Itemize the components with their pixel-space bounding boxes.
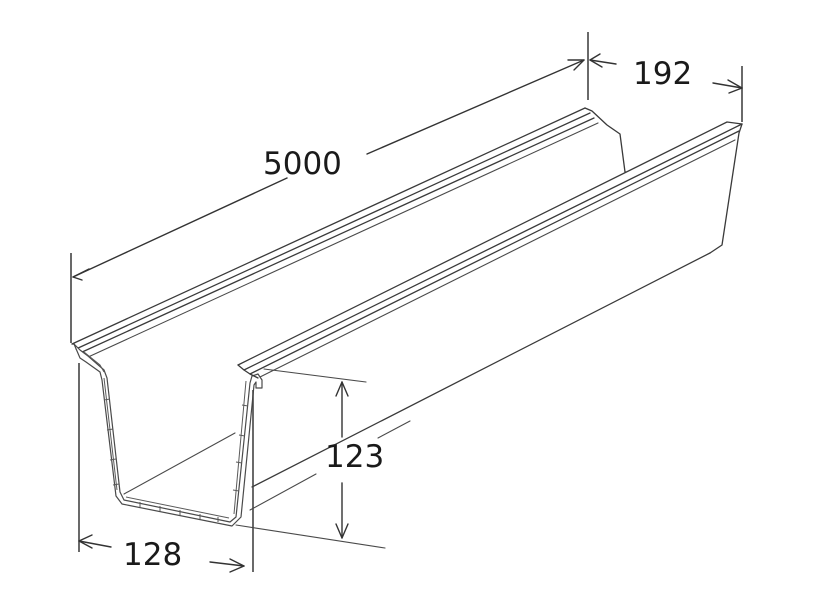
dimension-length <box>70 32 589 343</box>
arrow-128-right-icon <box>229 558 245 573</box>
dimension-label-bottom-width: 128 <box>123 537 183 573</box>
inner-floor-edge <box>123 432 236 495</box>
arrow-128-left-icon <box>78 534 93 549</box>
left-rim-rails <box>71 107 627 359</box>
arrow-192-right-icon <box>727 79 743 94</box>
arrow-right-icon <box>567 59 585 71</box>
dimension-top-width <box>589 53 743 122</box>
arrow-123-up-icon <box>335 381 349 397</box>
arrow-192-left-icon <box>589 53 603 68</box>
dimension-bottom-width <box>78 363 254 573</box>
dimension-label-height: 123 <box>325 439 385 475</box>
cross-section-profile <box>71 343 263 527</box>
right-rim-rails <box>237 121 743 488</box>
arrow-left-icon <box>72 268 90 281</box>
dimension-height <box>235 368 411 549</box>
dimension-label-top-width: 192 <box>633 56 693 92</box>
arrow-123-down-icon <box>335 523 349 539</box>
dimension-label-length: 5000 <box>263 146 342 182</box>
